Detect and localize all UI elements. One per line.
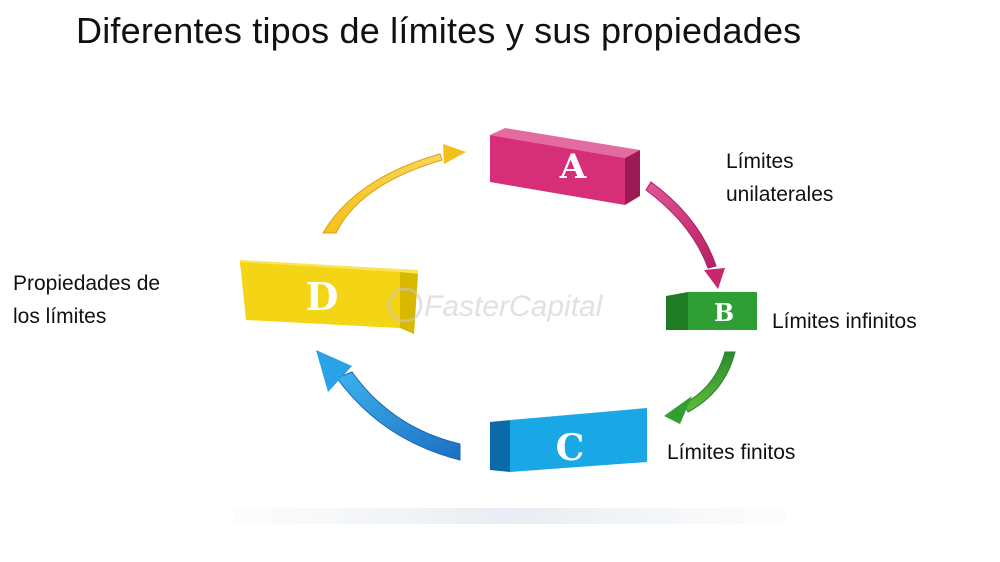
label-d-line-2: los límites	[13, 305, 107, 328]
block-a-letter: A	[559, 147, 587, 187]
block-b-letter: B	[714, 298, 734, 327]
label-a-line-2: unilaterales	[726, 183, 834, 206]
label-a: Límites unilaterales	[726, 145, 833, 211]
block-b: B	[666, 292, 757, 330]
label-a-line-1: Límites	[726, 150, 794, 173]
block-d-letter: D	[306, 274, 339, 319]
watermark: FasterCapital	[387, 287, 604, 323]
arrow-d-to-a	[322, 144, 466, 234]
watermark-logo-icon	[387, 287, 423, 323]
label-b: Límites infinitos	[772, 305, 917, 338]
block-c-letter: C	[556, 427, 585, 469]
label-b-line-1: Límites infinitos	[772, 310, 917, 333]
watermark-text: FasterCapital	[424, 290, 604, 323]
label-c-line-1: Límites finitos	[667, 441, 796, 464]
page-title: Diferentes tipos de límites y sus propie…	[76, 10, 802, 51]
arrow-a-to-b	[645, 181, 725, 289]
label-d-line-1: Propiedades de	[13, 272, 161, 295]
label-c: Límites finitos	[667, 436, 795, 469]
label-d: Propiedades de los límites	[13, 267, 160, 333]
floor-shadow	[234, 508, 786, 524]
arrow-b-to-c	[664, 351, 736, 424]
arrow-c-to-d	[316, 350, 461, 461]
block-a: A	[490, 128, 640, 205]
block-c: C	[490, 408, 647, 472]
